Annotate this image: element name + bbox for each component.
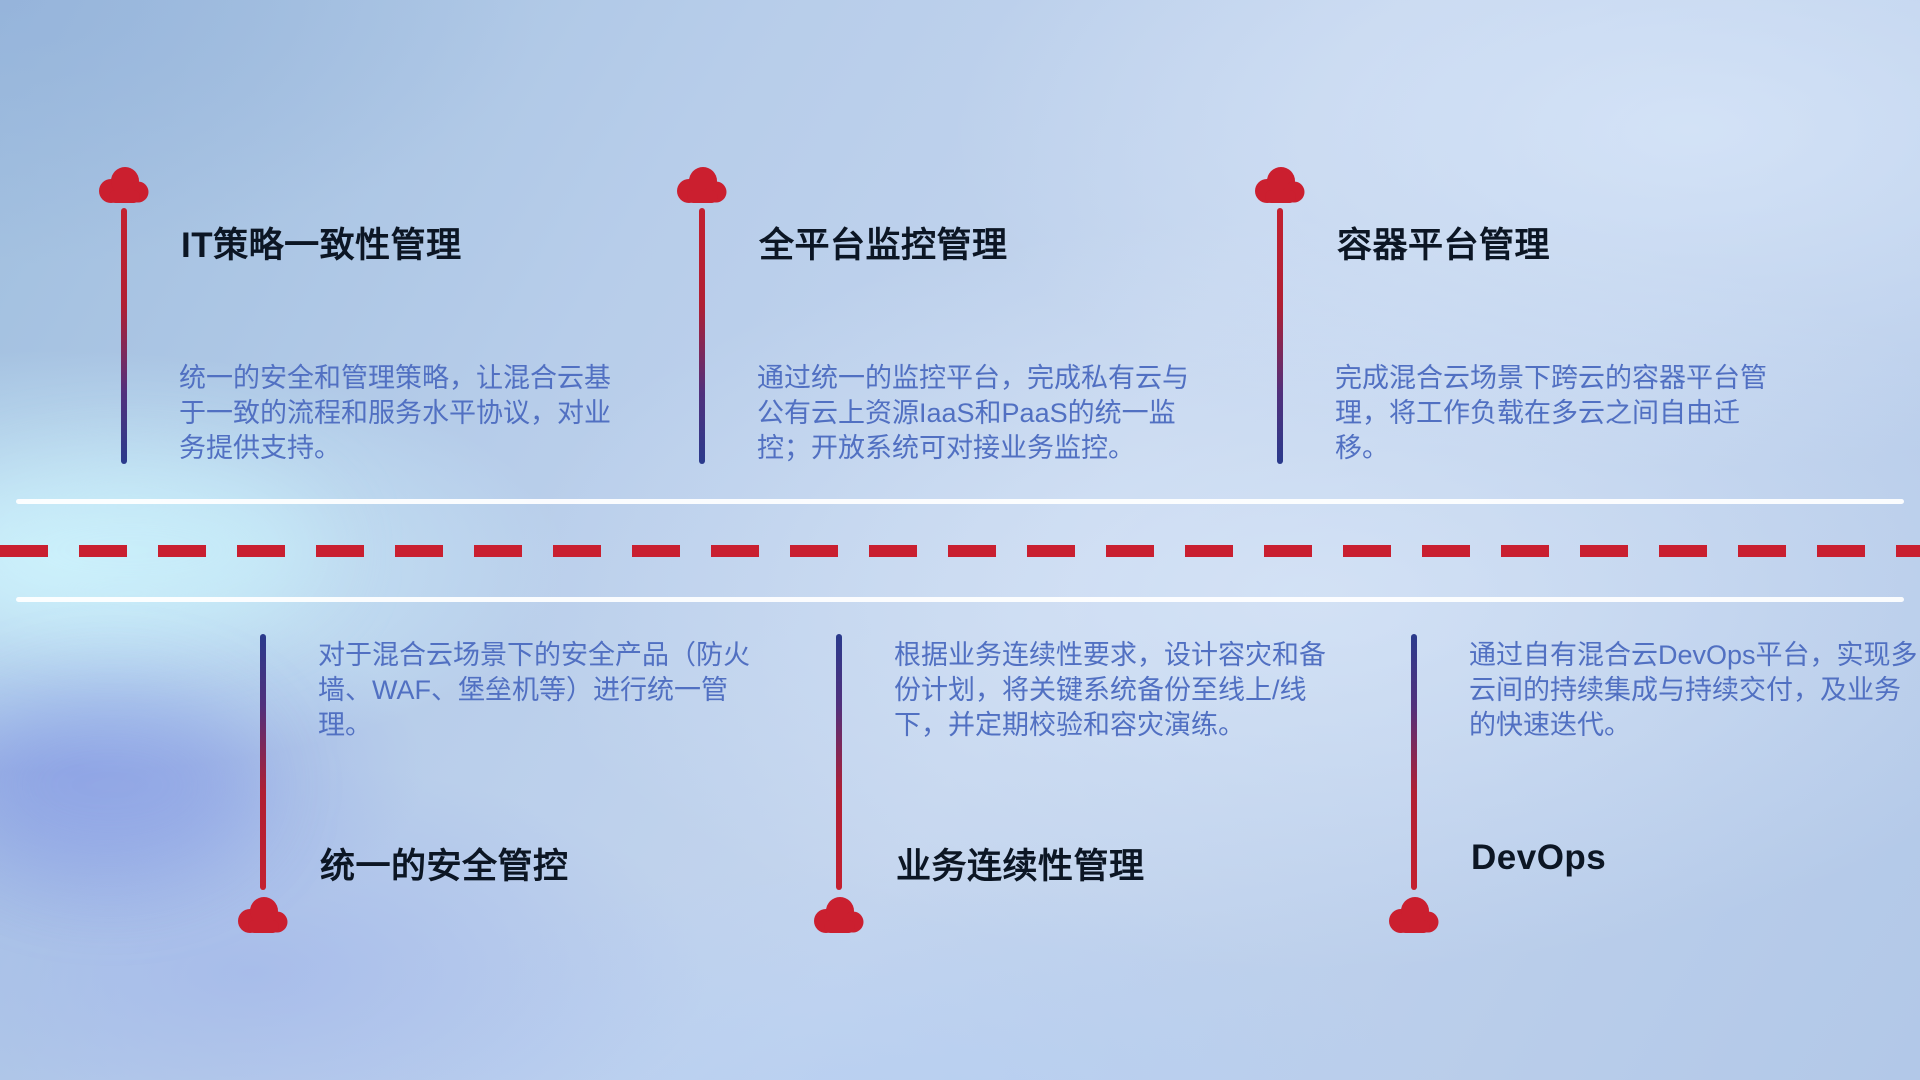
feature-item-container-platform: 容器平台管理 完成混合云场景下跨云的容器平台管理，将工作负载在多云之间自由迁移。 bbox=[1255, 165, 1810, 495]
feature-description: 完成混合云场景下跨云的容器平台管理，将工作负载在多云之间自由迁移。 bbox=[1335, 363, 1767, 463]
timeline-pin bbox=[673, 165, 731, 464]
feature-title: 容器平台管理 bbox=[1337, 226, 1551, 265]
timeline-line bbox=[699, 208, 705, 464]
timeline-line bbox=[260, 634, 266, 890]
divider-dashed-line bbox=[0, 545, 1920, 557]
feature-item-devops: 通过自有混合云DevOps平台，实现多云间的持续集成与持续交付，及业务的快速迭代… bbox=[1389, 634, 1920, 964]
timeline-pin bbox=[1251, 165, 1309, 464]
timeline-line bbox=[1277, 208, 1283, 464]
timeline-line bbox=[1411, 634, 1417, 890]
cloud-icon bbox=[99, 167, 149, 203]
cloud-icon bbox=[238, 897, 288, 933]
timeline-pin bbox=[95, 165, 153, 464]
cloud-icon bbox=[677, 167, 727, 203]
feature-description: 通过自有混合云DevOps平台，实现多云间的持续集成与持续交付，及业务的快速迭代… bbox=[1469, 640, 1918, 740]
feature-title: 统一的安全管控 bbox=[320, 847, 569, 886]
timeline-line bbox=[121, 208, 127, 464]
feature-title: IT策略一致性管理 bbox=[181, 226, 462, 265]
timeline-pin bbox=[234, 634, 292, 935]
feature-description: 统一的安全和管理策略，让混合云基于一致的流程和服务水平协议，对业务提供支持。 bbox=[179, 363, 611, 463]
background-blob bbox=[0, 690, 260, 880]
feature-title: 业务连续性管理 bbox=[896, 847, 1145, 886]
cloud-icon bbox=[1255, 167, 1305, 203]
divider-line-bottom bbox=[16, 597, 1904, 602]
feature-title: DevOps bbox=[1471, 838, 1607, 877]
timeline-line bbox=[836, 634, 842, 890]
cloud-icon bbox=[1389, 897, 1439, 933]
timeline-pin bbox=[1385, 634, 1443, 935]
feature-item-business-continuity: 根据业务连续性要求，设计容灾和备份计划，将关键系统备份至线上/线下，并定期校验和… bbox=[814, 634, 1369, 964]
feature-item-monitoring: 全平台监控管理 通过统一的监控平台，完成私有云与公有云上资源IaaS和PaaS的… bbox=[677, 165, 1232, 495]
timeline-pin bbox=[810, 634, 868, 935]
divider-line-top bbox=[16, 499, 1904, 504]
feature-description: 对于混合云场景下的安全产品（防火墙、WAF、堡垒机等）进行统一管理。 bbox=[318, 640, 750, 740]
feature-item-it-policy: IT策略一致性管理 统一的安全和管理策略，让混合云基于一致的流程和服务水平协议，… bbox=[99, 165, 654, 495]
feature-description: 根据业务连续性要求，设计容灾和备份计划，将关键系统备份至线上/线下，并定期校验和… bbox=[894, 640, 1326, 740]
cloud-icon bbox=[814, 897, 864, 933]
feature-title: 全平台监控管理 bbox=[759, 226, 1008, 265]
feature-description: 通过统一的监控平台，完成私有云与公有云上资源IaaS和PaaS的统一监控；开放系… bbox=[757, 363, 1189, 463]
feature-item-security: 对于混合云场景下的安全产品（防火墙、WAF、堡垒机等）进行统一管理。 统一的安全… bbox=[238, 634, 793, 964]
